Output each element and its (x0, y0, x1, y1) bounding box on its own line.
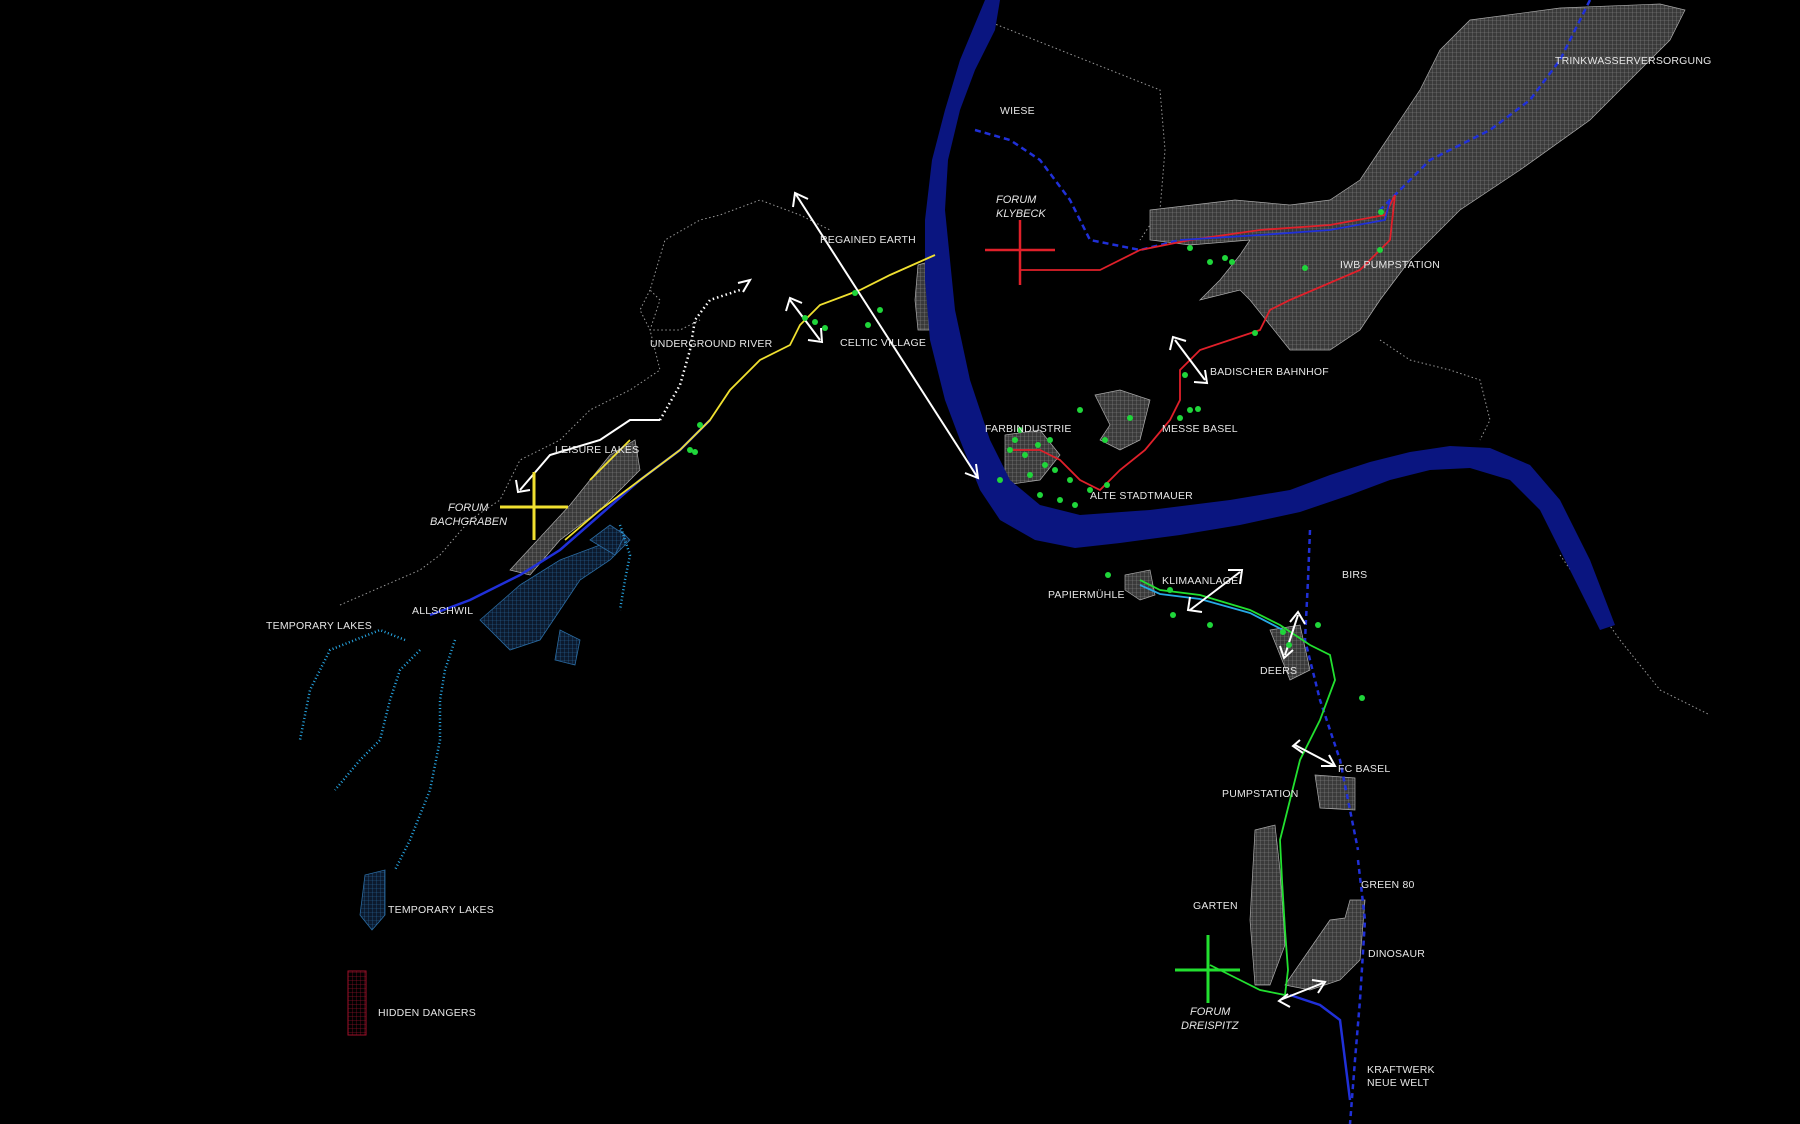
label-alte-stadtmauer: ALTE STADTMAUER (1090, 490, 1193, 502)
label-garten: GARTEN (1193, 900, 1238, 912)
label-trinkwasserversorgung: TRINKWASSERVERSORGUNG (1555, 55, 1711, 67)
label-dinosaur: DINOSAUR (1368, 948, 1425, 960)
underground-river-path (658, 288, 741, 421)
hidden-dangers-swatch (347, 970, 367, 1036)
short-double-arrows (785, 296, 1337, 1008)
label-birs: BIRS (1342, 569, 1367, 581)
label-fc-basel: FC BASEL (1338, 763, 1390, 775)
label-klimaanlage: KLIMAANLAGE (1162, 575, 1238, 587)
forum-markers (500, 220, 1240, 1003)
hatched-areas (509, 3, 1686, 991)
leisure-path-arrowhead (515, 479, 531, 494)
forum-dreispitz-cross (1175, 935, 1240, 1003)
map-labels: TRINKWASSERVERSORGUNG WIESE FORUM KLYBEC… (266, 55, 1711, 1089)
label-forum-dreispitz-2: DREISPITZ (1181, 1020, 1240, 1032)
label-pumpstation: PUMPSTATION (1222, 788, 1298, 800)
label-iwb-pumpstation: IWB PUMPSTATION (1340, 259, 1440, 271)
label-badischer-bahnhof: BADISCHER BAHNHOF (1210, 366, 1329, 378)
label-green-80: GREEN 80 (1361, 879, 1415, 891)
label-regained-earth: REGAINED EARTH (820, 234, 916, 246)
label-forum-dreispitz-1: FORUM (1190, 1006, 1231, 1018)
label-forum-bachgraben-1: FORUM (448, 502, 489, 514)
label-leisure-lakes: LEISURE LAKES (555, 444, 639, 456)
forum-klybeck-cross (985, 220, 1055, 285)
label-messe-basel: MESSE BASEL (1162, 423, 1238, 435)
blue-streams (429, 0, 1592, 1124)
label-celtic-village: CELTIC VILLAGE (840, 337, 926, 349)
label-forum-klybeck-1: FORUM (996, 194, 1037, 206)
diagonal-double-arrow (792, 191, 980, 480)
tributaries (298, 524, 632, 871)
label-hidden-dangers: HIDDEN DANGERS (378, 1007, 476, 1019)
label-underground-river: UNDERGROUND RIVER (650, 338, 773, 350)
underground-river-arrowhead (737, 278, 753, 293)
label-kraftwerk-2: NEUE WELT (1367, 1077, 1430, 1089)
label-farbindustrie: FARBINDUSTRIE (985, 423, 1072, 435)
routes (564, 194, 1396, 997)
label-temporary-lakes-2: TEMPORARY LAKES (388, 904, 494, 916)
label-kraftwerk-1: KRAFTWERK (1367, 1064, 1435, 1076)
label-temporary-lakes-1: TEMPORARY LAKES (266, 620, 372, 632)
allschwil-patches (359, 524, 631, 931)
poi-dots (687, 209, 1384, 701)
rhine-river (925, 0, 1615, 630)
label-allschwil: ALLSCHWIL (412, 605, 473, 617)
label-forum-klybeck-2: KLYBECK (996, 208, 1046, 220)
label-papiermuehle: PAPIERMÜHLE (1048, 589, 1125, 601)
leisure-path (519, 419, 660, 491)
forum-bachgraben-cross (500, 472, 568, 540)
label-deers: DEERS (1260, 665, 1297, 677)
label-wiese: WIESE (1000, 105, 1035, 117)
label-forum-bachgraben-2: BACHGRABEN (430, 516, 507, 528)
